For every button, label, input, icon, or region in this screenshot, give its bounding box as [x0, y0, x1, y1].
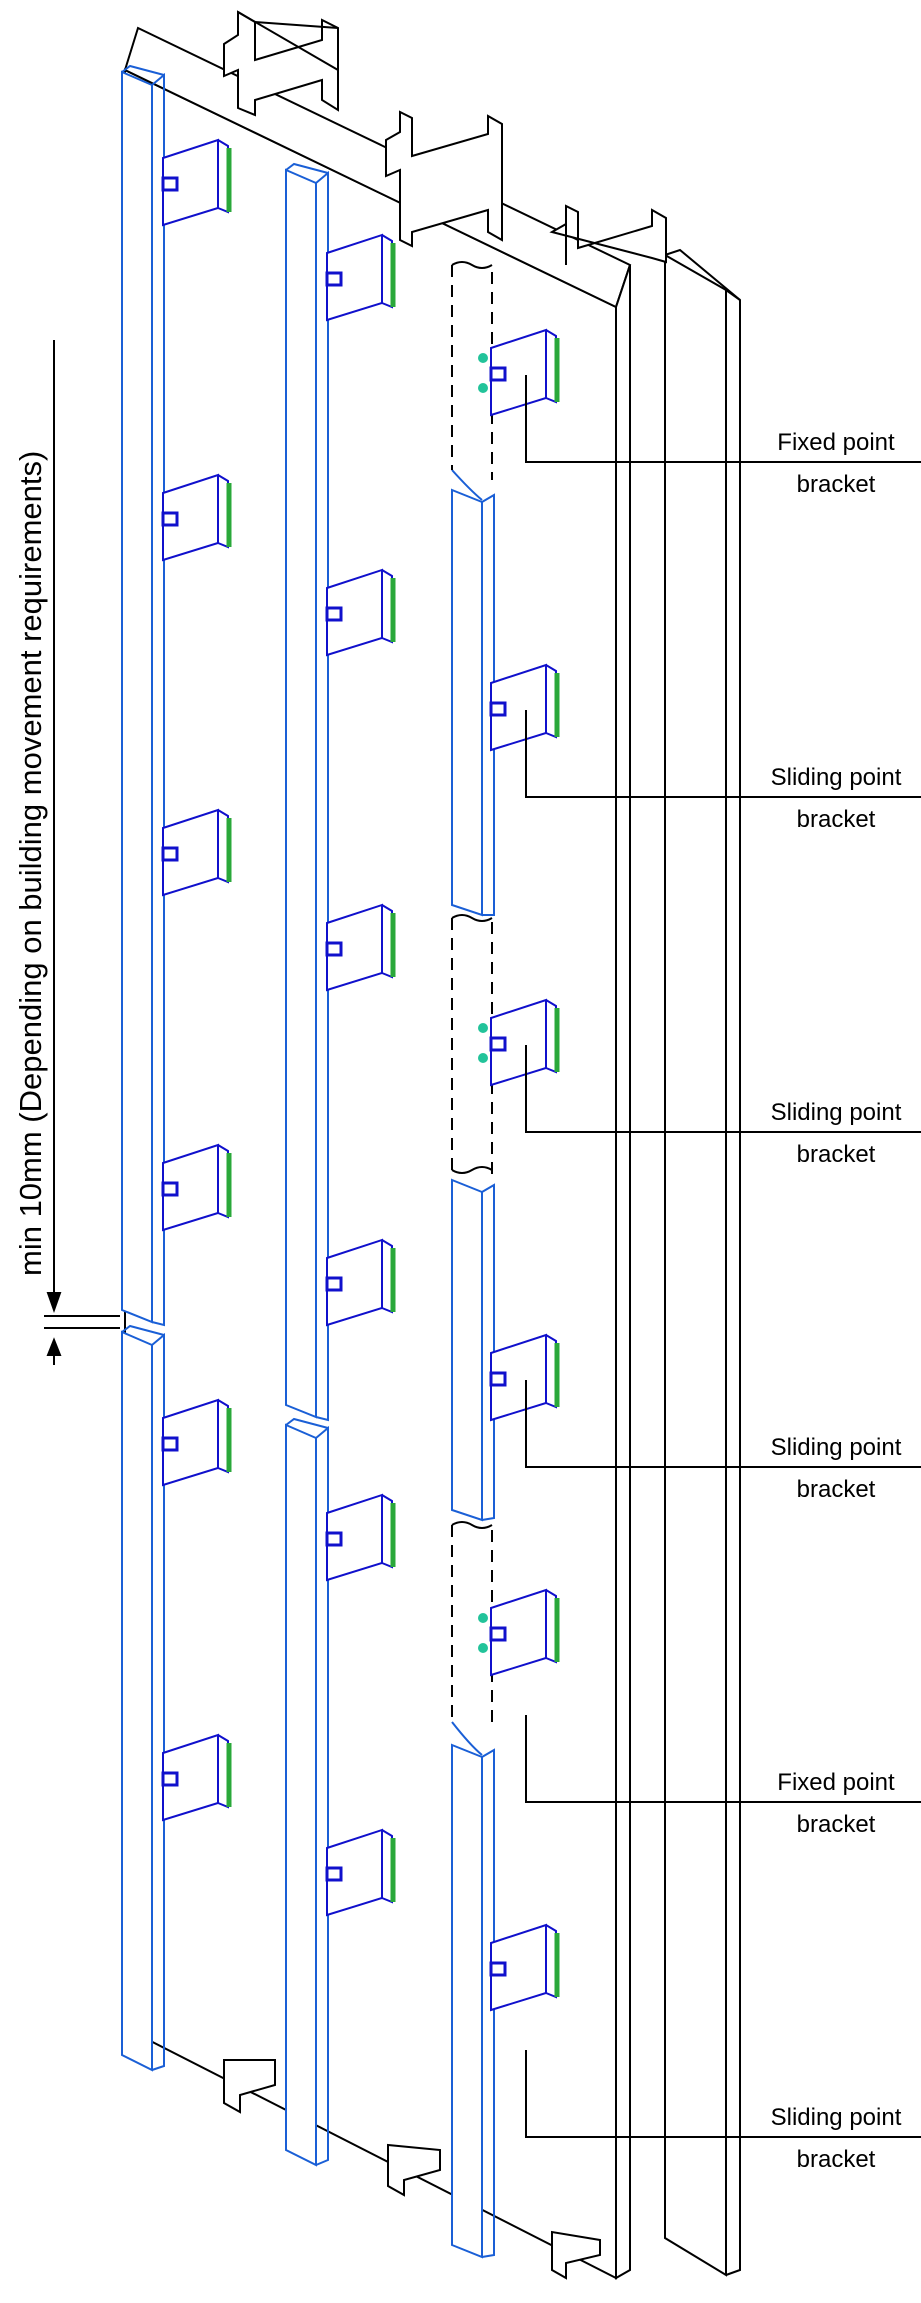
dimension-label: min 10mm (Depending on building movement… — [13, 451, 48, 1276]
bracket-slot — [161, 176, 179, 192]
callout-label-line1: Sliding point — [771, 764, 902, 791]
callout: Sliding point bracket — [525, 2050, 921, 2173]
rail-left — [121, 64, 165, 2072]
sliding-point-bracket — [325, 1493, 396, 1582]
bracket-slot — [325, 271, 343, 287]
bracket-slot — [489, 1626, 507, 1642]
sliding-point-bracket — [161, 808, 232, 897]
callout: Sliding point bracket — [525, 1380, 921, 1503]
callout-label-line1: Sliding point — [771, 1434, 902, 1461]
callout-leader — [525, 2050, 921, 2138]
fixed-point-bracket — [478, 328, 560, 417]
sliding-point-bracket — [325, 903, 396, 992]
bracket-slot — [325, 1531, 343, 1547]
fixing-point — [478, 1053, 488, 1063]
sliding-point-bracket — [161, 1143, 232, 1232]
callout-leader — [525, 1380, 921, 1468]
bracket-slot — [325, 1276, 343, 1292]
sliding-point-bracket — [161, 1733, 232, 1822]
bracket-slot — [161, 1436, 179, 1452]
rail-right-break-marks — [451, 261, 493, 1529]
callout-label-line1: Sliding point — [771, 1099, 902, 1126]
sliding-point-bracket — [325, 1828, 396, 1917]
callout-leader — [525, 1715, 921, 1803]
callout-label-line1: Sliding point — [771, 2104, 902, 2131]
callout-label-line2: bracket — [797, 1476, 876, 1503]
callout-leader — [525, 1045, 921, 1133]
callout-label-line2: bracket — [797, 1811, 876, 1838]
fixing-point — [478, 383, 488, 393]
dimension-gap — [44, 340, 120, 1365]
bracket-slot — [489, 1961, 507, 1977]
callout-label-line2: bracket — [797, 2146, 876, 2173]
callout-label-line2: bracket — [797, 806, 876, 833]
bracket-slot — [161, 1181, 179, 1197]
fixing-point — [478, 1023, 488, 1033]
fixed-point-bracket — [478, 1588, 560, 1677]
sliding-point-bracket — [161, 473, 232, 562]
callout: Fixed point bracket — [525, 1715, 921, 1838]
sliding-point-bracket — [489, 1923, 560, 2012]
bracket-slot — [489, 1371, 507, 1387]
sliding-point-bracket — [325, 233, 396, 322]
bracket-slot — [489, 1036, 507, 1052]
callout-leader — [525, 375, 921, 463]
sliding-point-bracket — [161, 1398, 232, 1487]
fixing-point — [478, 1613, 488, 1623]
fixing-point — [478, 353, 488, 363]
callout: Sliding point bracket — [525, 710, 921, 833]
bracket-slot — [161, 846, 179, 862]
sliding-point-bracket — [325, 1238, 396, 1327]
callout-label-line2: bracket — [797, 471, 876, 498]
bracket-slot — [325, 941, 343, 957]
bracket-slot — [489, 701, 507, 717]
sliding-point-bracket — [489, 663, 560, 752]
callout-leader — [525, 710, 921, 798]
rear-slab — [664, 248, 741, 2277]
bracket-slot — [489, 366, 507, 382]
bracket-slot — [325, 1866, 343, 1882]
bracket-slot — [161, 511, 179, 527]
bracket-slot — [325, 606, 343, 622]
top-channel-profiles — [223, 10, 667, 265]
fixed-point-bracket — [478, 998, 560, 1087]
callout-label-line2: bracket — [797, 1141, 876, 1168]
fixing-point — [478, 1643, 488, 1653]
bracket-slot — [161, 1771, 179, 1787]
bottom-channel-profiles — [223, 2059, 601, 2280]
callout-label-line1: Fixed point — [777, 1769, 895, 1796]
sliding-point-bracket — [161, 138, 232, 227]
callout: Fixed point bracket — [525, 375, 921, 498]
callout-label-line1: Fixed point — [777, 429, 895, 456]
brackets — [161, 138, 560, 2012]
sliding-point-bracket — [325, 568, 396, 657]
callout: Sliding point bracket — [525, 1045, 921, 1168]
rail-middle — [285, 162, 329, 2167]
sliding-point-bracket — [489, 1333, 560, 1422]
